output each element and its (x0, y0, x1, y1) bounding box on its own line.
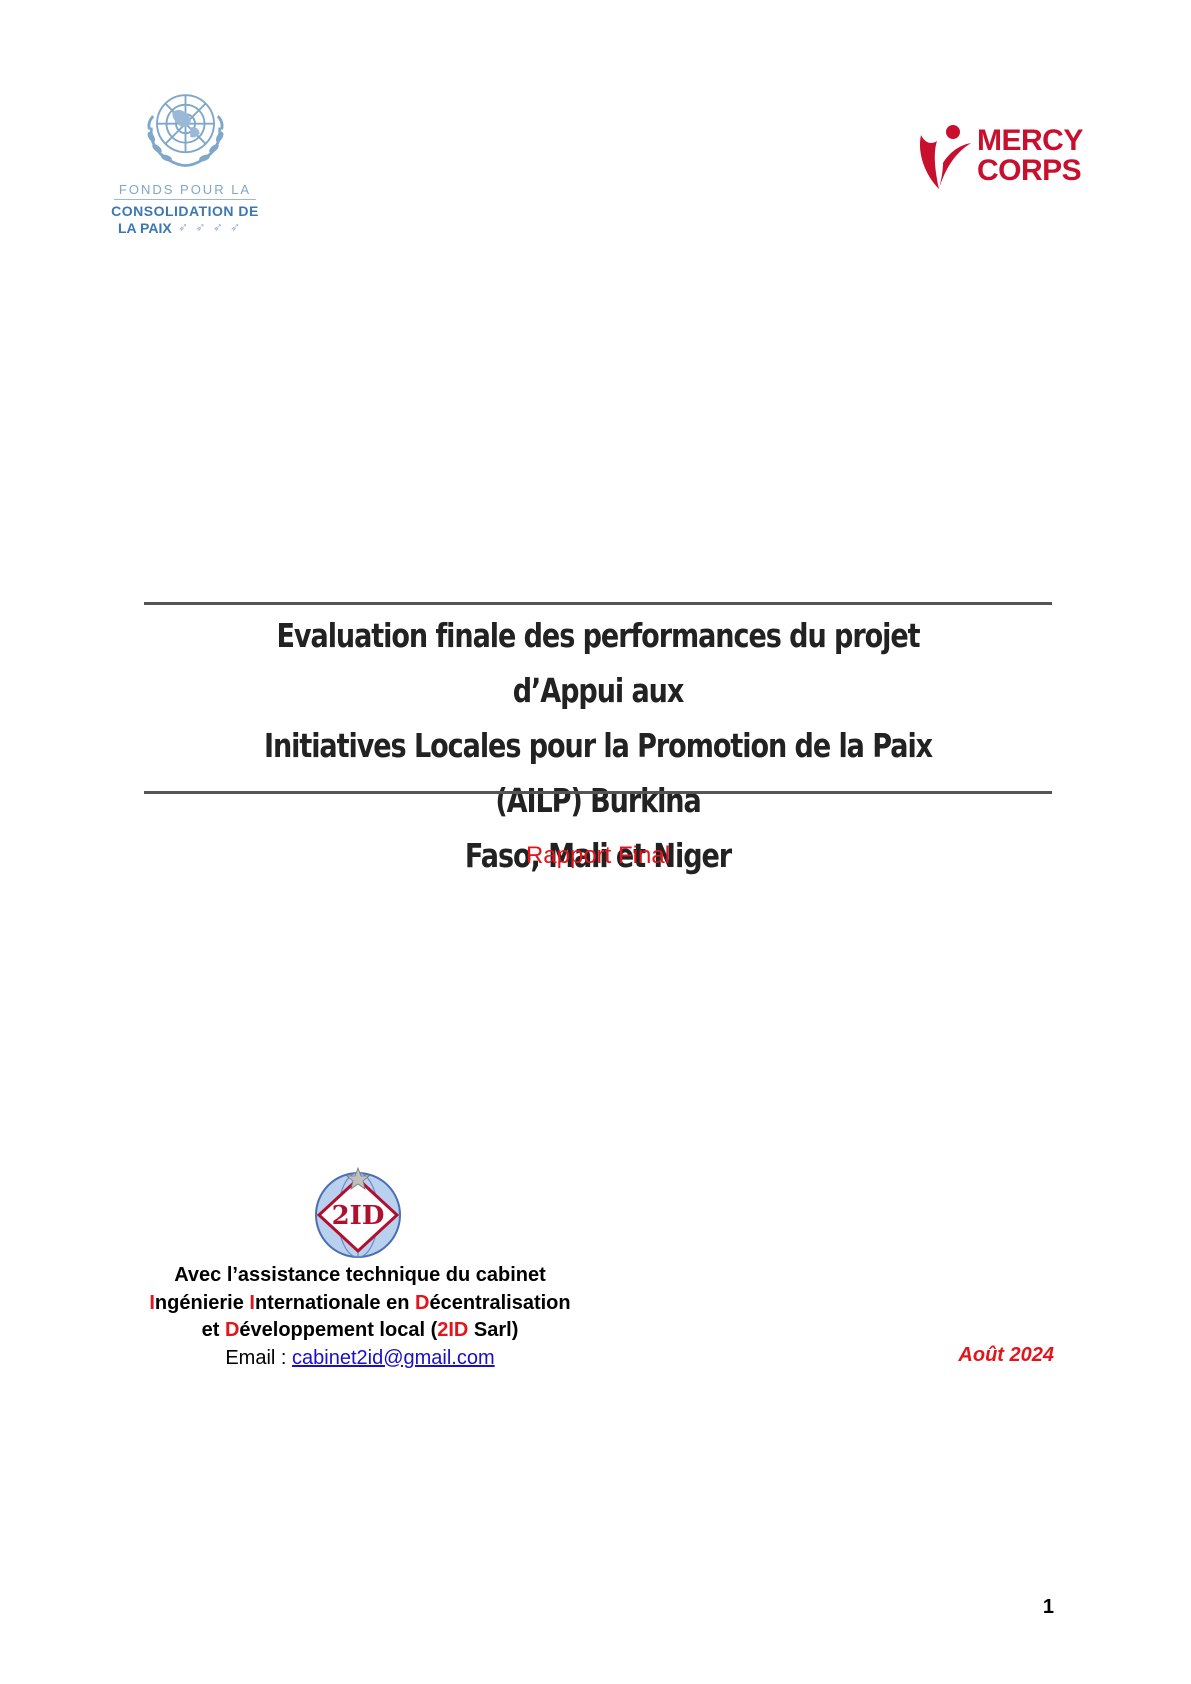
mercy-corps-logo-line2: CORPS (977, 154, 1082, 187)
assistance-line3-text: éveloppement local ( (239, 1319, 438, 1341)
initial-letter: I (149, 1291, 155, 1314)
assistance-line3-text: et (201, 1319, 225, 1341)
email-link[interactable]: cabinet2id@gmail.com (292, 1346, 495, 1369)
mercy-corps-logo-line1: MERCY (977, 124, 1083, 157)
pbf-logo-line2: CONSOLIDATION DE (111, 203, 259, 219)
email-label: Email : (225, 1346, 293, 1369)
acronym-2id: 2ID (437, 1319, 469, 1341)
pbf-logo-divider (114, 199, 256, 200)
assistance-line2: Ingénierie Internationale en Décentralis… (130, 1290, 590, 1318)
twoid-logo: 2ID (307, 1165, 410, 1260)
initial-letter: D (415, 1291, 430, 1314)
page-number: 1 (1042, 1596, 1054, 1618)
pbf-logo-line1: FONDS POUR LA (118, 182, 252, 197)
title-rule-bottom (144, 791, 1052, 794)
assistance-line2-text: ngénierie (154, 1291, 250, 1314)
document-title-line3: Faso, Mali et Niger (464, 836, 732, 875)
twoid-logo-text: 2ID (332, 1201, 385, 1231)
initial-letter: I (249, 1291, 255, 1314)
twoid-emblem-icon: 2ID (315, 1166, 401, 1258)
mercy-corps-symbol-icon (919, 125, 971, 189)
document-subtitle: Rapport Final (525, 842, 671, 869)
assistance-line2-text: nternationale en (254, 1291, 415, 1314)
mercy-corps-logo: MERCY CORPS (915, 120, 1095, 195)
assistance-line1: Avec l’assistance technique du cabinet (174, 1264, 546, 1286)
email-line: Email : cabinet2id@gmail.com (130, 1345, 590, 1373)
document-title-line1: Evaluation finale des performances du pr… (276, 616, 921, 710)
peacebuilding-fund-logo: FONDS POUR LA CONSOLIDATION DE LA PAIX ➶… (100, 80, 270, 236)
report-date: Août 2024 (958, 1344, 1054, 1366)
document-title: Evaluation finale des performances du pr… (226, 608, 971, 883)
pbf-logo-line3: LA PAIX (118, 220, 172, 236)
initial-letter: D (224, 1319, 240, 1341)
assistance-line3-text: Sarl) (468, 1319, 519, 1341)
un-emblem-icon (147, 94, 224, 167)
title-rule-top (144, 602, 1052, 605)
doves-icon: ➶ ➶ ➶ ➶ (178, 220, 243, 234)
assistance-block: Avec l’assistance technique du cabinet I… (130, 1262, 590, 1372)
assistance-line3: et Développement local (2ID Sarl) (130, 1317, 590, 1345)
document-title-line2: Initiatives Locales pour la Promotion de… (263, 726, 933, 820)
assistance-line2-text: écentralisation (429, 1291, 571, 1314)
